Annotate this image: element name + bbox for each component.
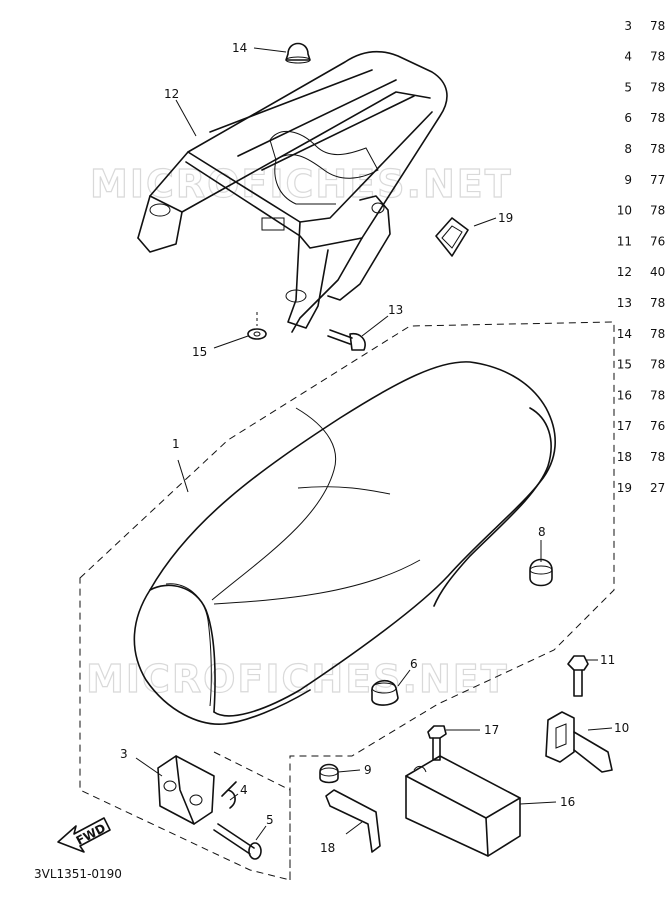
part-13-bolt	[327, 329, 366, 351]
part-list-number: 8	[624, 142, 632, 156]
part-list-number: 17	[617, 419, 632, 433]
seat-dashed-boundary	[79, 321, 615, 881]
part-19-reflector	[435, 217, 469, 257]
callout-1: 1	[172, 437, 180, 451]
callout-11: 11	[600, 653, 615, 667]
watermark-bottom: MICROFICHES.NET	[86, 657, 509, 701]
part-list-code: 77	[650, 173, 665, 187]
callout-numbers: 14 12 19 13 15 1 8 6 11 17 10 9 16 18 3 …	[120, 41, 629, 855]
part-list-code: 78	[650, 0, 665, 2]
part-5-pin	[213, 823, 262, 860]
part-9-damper	[319, 763, 339, 784]
part-list-number: 16	[617, 388, 632, 402]
part-11-bolt	[567, 655, 589, 697]
part-list-number: 12	[617, 265, 632, 279]
part-list-number: 4	[624, 50, 632, 64]
leader-lines	[135, 47, 613, 841]
part-list-number: 3	[624, 19, 632, 33]
part-list-number: 15	[617, 358, 632, 372]
part-list-code: 78	[650, 450, 665, 464]
part-list-code: 78	[650, 142, 665, 156]
part-17-bolt	[427, 725, 447, 761]
part-number-column: 1 78 3 78 4 78 5 78 6 78 8 78 9 77 10 78 11 76 12 40 13 78 14 7…	[617, 0, 666, 495]
callout-18: 18	[320, 841, 335, 855]
part-list-code: 78	[650, 296, 665, 310]
callout-3: 3	[120, 747, 128, 761]
callout-8: 8	[538, 525, 546, 539]
part-list-number: 13	[617, 296, 632, 310]
part-list-code: 78	[650, 50, 665, 64]
fwd-arrow: FWD	[57, 817, 111, 853]
watermark-top: MICROFICHES.NET	[90, 162, 513, 206]
part-list-number: 1	[624, 0, 632, 2]
callout-14: 14	[232, 41, 247, 55]
part-10-seat-lock	[545, 711, 613, 773]
part-3-hinge	[157, 755, 215, 825]
part-list-number: 18	[617, 450, 632, 464]
callout-4: 4	[240, 783, 248, 797]
part-list-number: 11	[617, 234, 632, 248]
hinge-dashed-boundary	[213, 751, 291, 880]
part-4-clip	[221, 781, 237, 809]
drawing-code: 3VL1351-0190	[34, 867, 122, 881]
part-list-code: 78	[650, 388, 665, 402]
part-list-number: 14	[617, 327, 632, 341]
rear-carrier	[137, 50, 448, 333]
callout-12: 12	[164, 87, 179, 101]
part-list-number: 19	[617, 481, 632, 495]
part-list-code: 27	[650, 481, 665, 495]
part-list-number: 10	[617, 204, 632, 218]
part-16-tool-case	[405, 755, 521, 857]
part-list-code: 78	[650, 111, 665, 125]
part-6-damper	[371, 680, 399, 706]
callout-15: 15	[192, 345, 207, 359]
part-15-washer	[247, 312, 267, 340]
part-list-code: 76	[650, 419, 665, 433]
callout-17: 17	[484, 723, 499, 737]
callout-19: 19	[498, 211, 513, 225]
callout-5: 5	[266, 813, 274, 827]
part-list-number: 5	[624, 80, 632, 94]
part-list-number: 9	[624, 173, 632, 187]
part-18-bracket	[325, 789, 381, 853]
callout-10: 10	[614, 721, 629, 735]
part-list-code: 78	[650, 80, 665, 94]
part-list-code: 76	[650, 234, 665, 248]
part-list-number: 6	[624, 111, 632, 125]
callout-6: 6	[410, 657, 418, 671]
part-list-code: 78	[650, 19, 665, 33]
callout-9: 9	[364, 763, 372, 777]
part-list-code: 78	[650, 327, 665, 341]
part-list-code: 40	[650, 265, 665, 279]
callout-16: 16	[560, 795, 575, 809]
part-14-cap	[285, 42, 311, 64]
part-list-code: 78	[650, 204, 665, 218]
callout-13: 13	[388, 303, 403, 317]
part-1-seat	[133, 361, 556, 725]
part-list-code: 78	[650, 358, 665, 372]
